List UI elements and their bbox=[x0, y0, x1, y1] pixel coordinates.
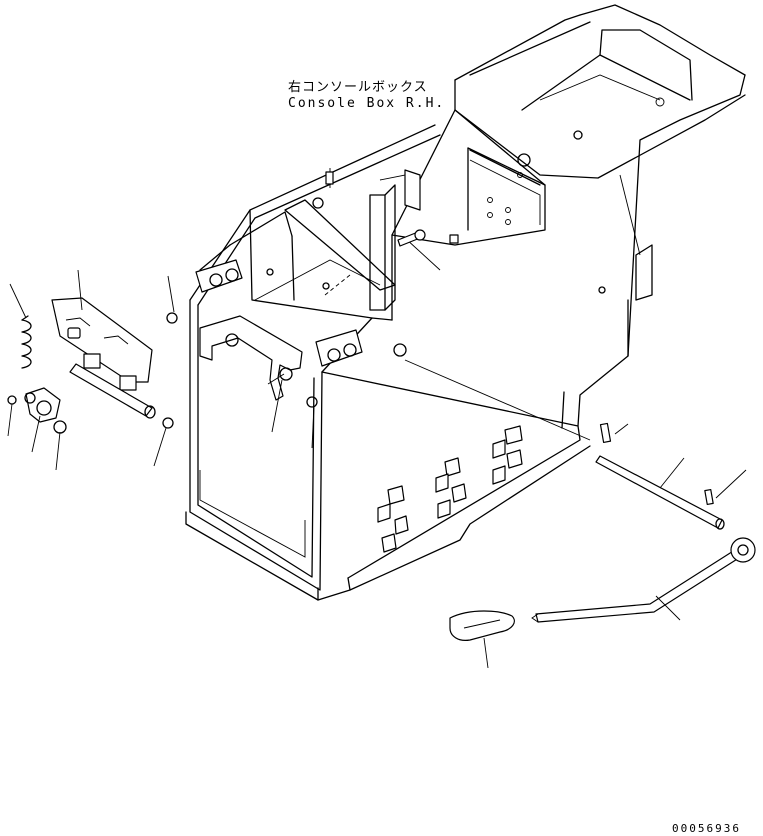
console-box-body bbox=[185, 4, 746, 601]
spring bbox=[21, 315, 32, 369]
title-japanese: 右コンソールボックス bbox=[288, 80, 428, 95]
bolt bbox=[397, 229, 426, 247]
lever bbox=[531, 537, 756, 623]
knob bbox=[449, 610, 515, 641]
leader-lines bbox=[7, 168, 747, 669]
latch bbox=[7, 387, 67, 434]
long-rod bbox=[595, 455, 725, 530]
title-english: Console Box R.H. bbox=[288, 96, 446, 111]
pin-upper bbox=[599, 422, 612, 443]
mounting-tabs bbox=[377, 425, 523, 553]
rod bbox=[69, 363, 156, 419]
drawing-number: 00056936 bbox=[672, 822, 741, 835]
mounting-holes bbox=[162, 97, 665, 429]
pin-lower bbox=[704, 488, 714, 506]
small-nuts bbox=[325, 171, 459, 244]
lock-plate bbox=[51, 297, 153, 391]
side-plate bbox=[467, 147, 653, 301]
